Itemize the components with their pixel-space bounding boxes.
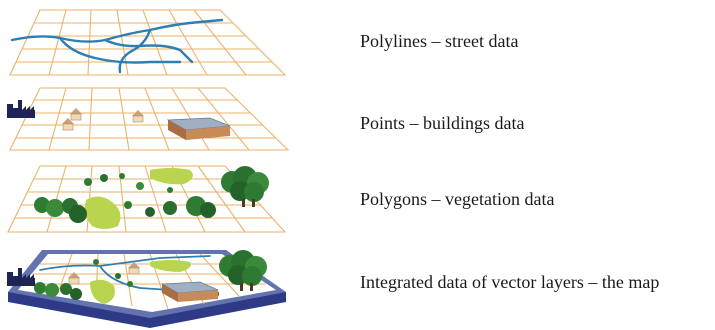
street-polylines bbox=[39, 255, 211, 291]
layer-label-streets: Polylines – street data bbox=[360, 31, 519, 51]
grid-lines bbox=[9, 9, 287, 76]
grid-lines bbox=[9, 87, 290, 151]
house-icon bbox=[69, 107, 83, 121]
vegetation-polygons bbox=[34, 168, 228, 229]
layer-label-vegetation: Polygons – vegetation data bbox=[360, 189, 555, 209]
layer-buildings-plane bbox=[7, 87, 290, 151]
tree-cluster-icon bbox=[221, 166, 269, 207]
layer-vegetation-plane bbox=[7, 165, 287, 233]
layer-label-buildings: Points – buildings data bbox=[360, 113, 525, 133]
grid-lines bbox=[7, 165, 287, 233]
street-polylines bbox=[10, 18, 224, 74]
layer-integrated-plane bbox=[7, 250, 286, 328]
layer-streets-plane bbox=[9, 9, 287, 76]
large-building-icon bbox=[160, 281, 219, 302]
factory-icon bbox=[7, 100, 35, 118]
layer-label-integrated: Integrated data of vector layers – the m… bbox=[360, 272, 660, 292]
large-building-icon bbox=[166, 117, 231, 140]
house-icon bbox=[131, 109, 145, 123]
